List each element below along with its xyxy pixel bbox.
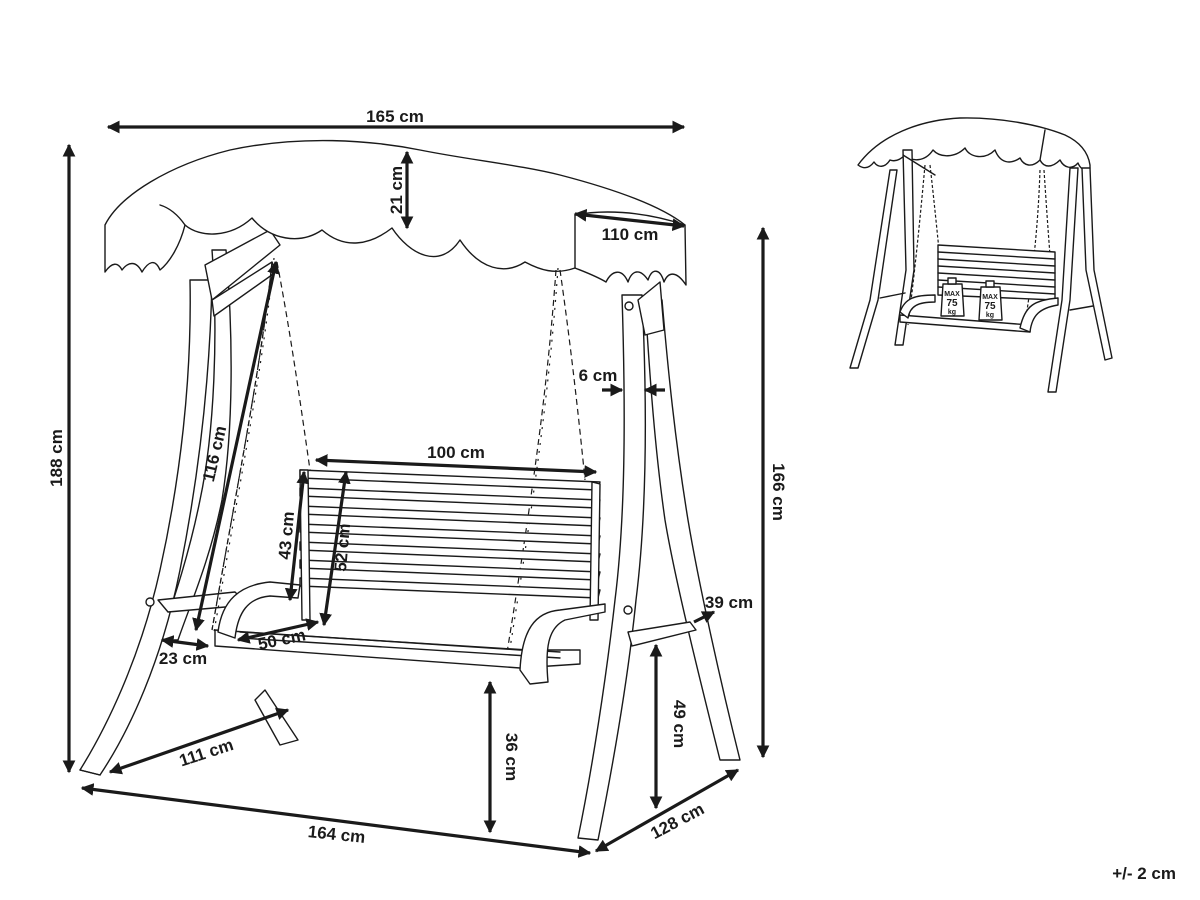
label-back-height-total: 52 cm [331,523,354,573]
swing-drawing [79,139,741,841]
label-total-height: 188 cm [47,429,66,487]
label-canopy-width: 165 cm [366,107,424,126]
weight-badge-left: MAX 75 kg [940,277,965,317]
right-brace [637,281,665,336]
label-canopy-height: 21 cm [387,166,406,214]
weight-badge-right: MAX 75 kg [978,280,1003,321]
badge-value-left: 75 [946,298,958,309]
base-left [254,689,299,746]
badge-max-left: MAX [944,291,960,298]
label-base-depth-side: 111 cm [177,735,236,770]
thumbnail-swing: MAX 75 kg MAX 75 kg [849,117,1113,393]
label-shelf-left: 23 cm [159,649,207,668]
front-left-leg [79,279,213,776]
badge-max-right: MAX [982,294,998,301]
badge-unit-right: kg [986,312,994,319]
back-right-leg [644,299,741,761]
label-backrest-height: 43 cm [275,511,298,561]
label-post-width: 6 cm [579,366,618,385]
tolerance-note: +/- 2 cm [1112,864,1176,883]
label-canopy-depth: 110 cm [602,225,659,244]
badge-unit-left: kg [948,309,956,316]
label-seat-width: 100 cm [427,443,485,462]
label-base-width: 164 cm [307,822,366,847]
dimension-lines [62,120,770,858]
label-inner-height: 166 cm [769,463,788,521]
label-seat-height: 36 cm [502,733,521,781]
armrest-right [519,603,606,685]
right-shelf [627,621,697,647]
badge-value-right: 75 [984,301,996,312]
label-shelf-height: 49 cm [670,700,689,748]
label-shelf-right: 39 cm [705,593,753,612]
